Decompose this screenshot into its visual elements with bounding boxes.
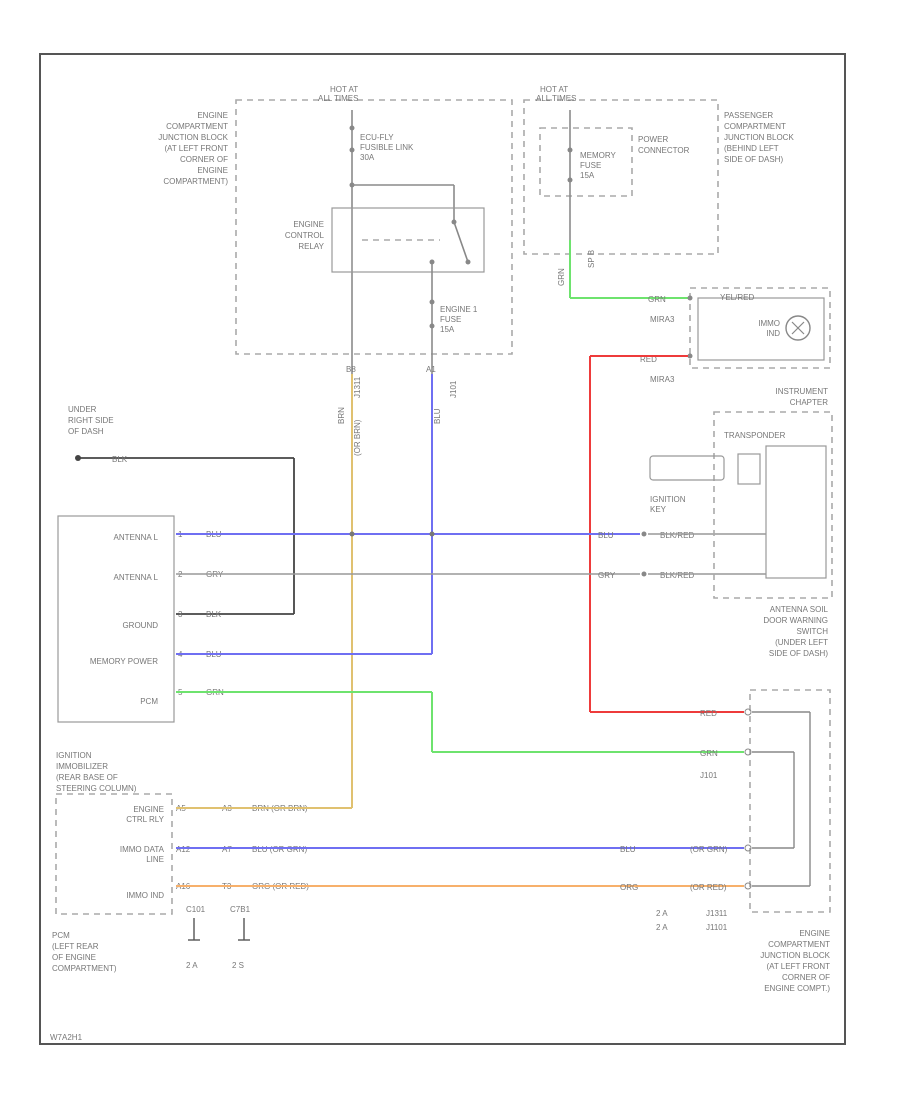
wire-grn-v-label: GRN <box>557 268 566 286</box>
immo-red-label: RED <box>640 355 657 364</box>
jb-lower-org2: (OR RED) <box>690 883 727 892</box>
module-pin-1: ANTENNA L <box>114 573 159 582</box>
conn-a-label: J1311 <box>353 376 362 398</box>
pcm-row-2: IMMO IND <box>126 891 164 900</box>
transponder-label: TRANSPONDER <box>724 431 786 440</box>
power-connector-box <box>539 127 633 197</box>
immo-indicator-box <box>689 287 831 369</box>
ground-wire-label: BLK <box>112 455 128 464</box>
jb-lower-num-2: 2 A <box>656 923 668 932</box>
module-pin-labels: ANTENNA L ANTENNA L GROUND MEMORY POWER … <box>90 533 159 706</box>
wire-brn-label: BRN <box>337 407 346 424</box>
svg-text:3: 3 <box>178 610 183 619</box>
svg-text:A7: A7 <box>222 845 232 854</box>
jb-lower-conn-bot2: J1101 <box>706 923 728 932</box>
pcm-gnd-2: 2 S <box>232 961 244 970</box>
right-wire-blu-c: BLK/RED <box>660 531 694 540</box>
right-wire-gry-c: BLK/RED <box>660 571 694 580</box>
module-pin-2: GROUND <box>122 621 158 630</box>
svg-text:BLK: BLK <box>206 610 222 619</box>
jb-lower-conn-top: J101 <box>700 771 718 780</box>
jb-lower-grn: GRN <box>700 749 718 758</box>
junction-block-left <box>235 99 513 355</box>
transponder-coil <box>765 445 827 579</box>
junction-block-right <box>523 99 719 255</box>
jb-lower-conn-bot1: J1311 <box>706 909 728 918</box>
jb-lower-org: ORG <box>620 883 638 892</box>
pcm-conn-2: C7B1 <box>230 905 251 914</box>
immo-yel-label: YEL/RED <box>720 293 754 302</box>
pin-brn-top: B8 <box>346 365 356 374</box>
jb-lower-num-1: 2 A <box>656 909 668 918</box>
conn-b-label: J101 <box>449 380 458 398</box>
svg-text:A12: A12 <box>176 845 191 854</box>
frame-id: W7A2H1 <box>50 1033 83 1042</box>
ignition-key-icon <box>649 455 725 481</box>
module-pin-4: PCM <box>140 697 158 706</box>
right-wire-blu: BLU <box>598 531 614 540</box>
immo-indicator-lamp <box>785 315 811 341</box>
wire-grn-v2-label: SP B <box>587 250 596 268</box>
engine-control-relay <box>331 207 485 273</box>
immo-grn-label: GRN <box>648 295 666 304</box>
diagram-frame <box>39 53 846 1045</box>
jb-lower-blu: BLU <box>620 845 636 854</box>
pcm-conn-1: C101 <box>186 905 206 914</box>
module-pin-0: ANTENNA L <box>114 533 159 542</box>
junction-block-lower <box>749 689 831 913</box>
pcm-gnd-1: 2 A <box>186 961 198 970</box>
pcm-box <box>55 793 173 915</box>
jb-lower-red: RED <box>700 709 717 718</box>
module-pin-numbers: 1 2 3 4 5 <box>178 530 183 697</box>
immobilizer-module <box>57 515 175 723</box>
immo-conn2: MIRA3 <box>650 375 675 384</box>
wire-brn-label-2: (OR BRN) <box>353 419 362 456</box>
panel-box <box>713 411 833 599</box>
module-pin-3: MEMORY POWER <box>90 657 158 666</box>
right-wire-gry: GRY <box>598 571 616 580</box>
svg-text:BLU (OR GRN): BLU (OR GRN) <box>252 845 307 854</box>
wire-blu-label: BLU <box>433 408 442 424</box>
immo-conn1: MIRA3 <box>650 315 675 324</box>
pin-blu-top: A1 <box>426 365 436 374</box>
jb-lower-blu2: (OR GRN) <box>690 845 728 854</box>
